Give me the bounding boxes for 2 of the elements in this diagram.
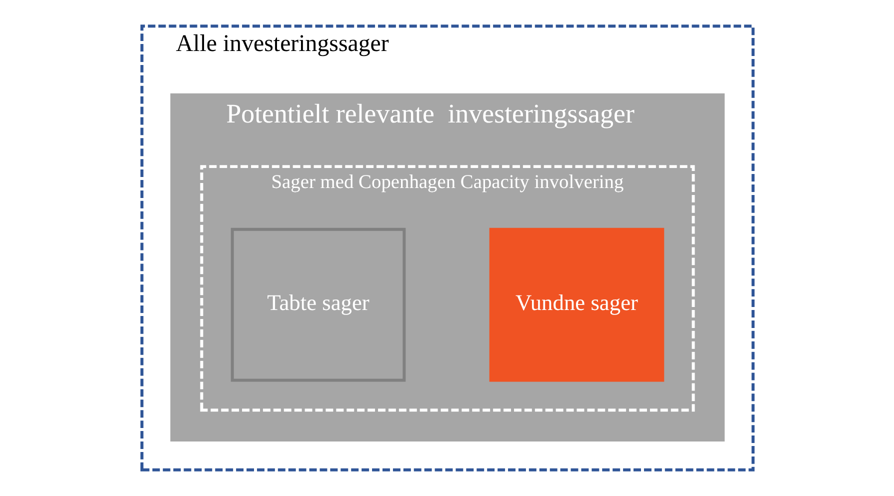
node-box: Vundne sager <box>488 228 664 382</box>
node-box: Tabte sager <box>230 228 406 382</box>
